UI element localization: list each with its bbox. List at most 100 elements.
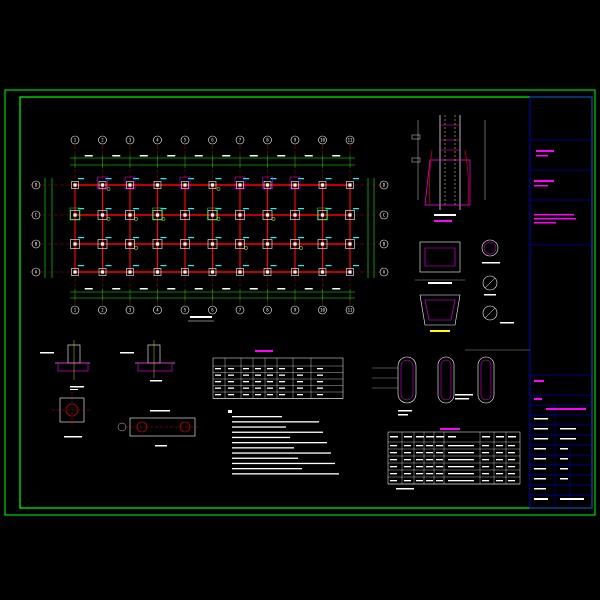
footing xyxy=(207,210,218,220)
table1-cell xyxy=(279,381,285,383)
table2-cell xyxy=(496,445,503,447)
notes-block xyxy=(228,410,339,475)
table1-cell xyxy=(267,394,273,396)
column xyxy=(210,183,215,187)
column xyxy=(155,213,160,217)
axis-bubble-top xyxy=(208,135,217,145)
footing xyxy=(263,181,272,189)
table2-cell xyxy=(416,473,423,475)
table2-header-cell xyxy=(496,436,504,438)
column xyxy=(100,270,105,274)
footing xyxy=(152,210,163,220)
axis-bubble-bottom xyxy=(290,305,300,315)
footing-tag xyxy=(325,265,332,267)
axis-label-bottom: 8 xyxy=(266,308,269,313)
table2-cell xyxy=(436,452,443,454)
note-line xyxy=(232,421,319,423)
footing xyxy=(290,210,300,220)
footing-tag xyxy=(215,237,222,239)
dim-text-bottom xyxy=(112,288,121,290)
table1-cell xyxy=(255,387,261,389)
table2-cell xyxy=(508,459,515,461)
footing-tag xyxy=(243,178,249,180)
column xyxy=(293,213,297,217)
axis-label-bottom: 10 xyxy=(320,308,325,313)
table2-cell xyxy=(508,445,515,447)
table2-cell xyxy=(482,452,489,454)
footing-tag xyxy=(353,178,359,180)
table1-cell xyxy=(279,387,285,389)
table2-cell xyxy=(448,480,474,482)
footing-tag xyxy=(78,208,84,210)
column xyxy=(100,183,105,187)
table2-header-cell xyxy=(404,436,412,438)
axis-label-bottom: 11 xyxy=(348,308,353,313)
column xyxy=(128,213,132,217)
footing xyxy=(125,239,135,249)
highlight-box xyxy=(262,176,273,190)
table1-cell xyxy=(297,394,303,396)
footing xyxy=(291,181,299,189)
axis-bubble-left xyxy=(31,239,41,249)
dim-text-top xyxy=(112,155,121,157)
footing xyxy=(318,181,327,189)
footing-tag xyxy=(105,208,112,210)
table2-cell xyxy=(448,459,474,461)
footing xyxy=(263,268,272,276)
table1-cell xyxy=(228,381,234,383)
footing-tag xyxy=(270,265,277,267)
pile-marker xyxy=(244,246,248,250)
table2-header-cell xyxy=(508,436,516,438)
footing xyxy=(98,268,107,276)
table2-cell xyxy=(404,452,411,454)
dim-text-bottom xyxy=(139,288,148,290)
footing-tag xyxy=(133,237,139,239)
oval-pile-sections xyxy=(372,349,530,416)
table2-cell xyxy=(448,473,474,475)
table1-cell xyxy=(215,387,221,389)
footing-tag xyxy=(243,208,249,210)
footing xyxy=(181,181,189,189)
table2-cell xyxy=(404,445,411,447)
highlight-box-green xyxy=(317,207,328,221)
table2-cell xyxy=(416,445,423,447)
table2-cell xyxy=(436,445,443,447)
footing-tag xyxy=(78,265,84,267)
footing-tag xyxy=(298,237,304,239)
table2-cell xyxy=(426,480,433,482)
dim-text-top xyxy=(139,155,148,157)
detail-2-2 xyxy=(120,340,175,382)
axis-bubble-top xyxy=(345,135,355,145)
footing-tag xyxy=(325,208,332,210)
axis-label-top: 1 xyxy=(74,138,77,143)
table2-cell xyxy=(508,480,515,482)
axis-label-top: 11 xyxy=(348,138,353,143)
footing xyxy=(235,239,245,249)
table2-cell xyxy=(416,466,423,468)
table1-cell xyxy=(317,387,323,389)
highlight-box xyxy=(289,176,301,190)
axis-bubble-right xyxy=(379,267,389,277)
footing xyxy=(153,268,162,276)
table2-cell xyxy=(404,473,411,475)
pile-table xyxy=(387,428,521,490)
table1-cell xyxy=(297,368,303,370)
table1-cell xyxy=(279,368,285,370)
dim-text-top xyxy=(222,155,231,157)
dim-text-bottom xyxy=(304,288,313,290)
footing-tag xyxy=(243,265,249,267)
note-line xyxy=(232,416,282,418)
table2-cell xyxy=(496,459,503,461)
table1-cell xyxy=(267,374,273,376)
footing-tag xyxy=(188,178,194,180)
table2-cell xyxy=(390,445,397,447)
table1-cell xyxy=(215,374,221,376)
table1-cell xyxy=(279,394,285,396)
table2-title-mark xyxy=(440,428,460,430)
note-line xyxy=(232,462,335,465)
table1-cell xyxy=(243,368,249,370)
column xyxy=(348,242,352,246)
table2-cell xyxy=(390,452,397,454)
table1-cell xyxy=(215,381,221,383)
footing-tag xyxy=(188,208,194,210)
